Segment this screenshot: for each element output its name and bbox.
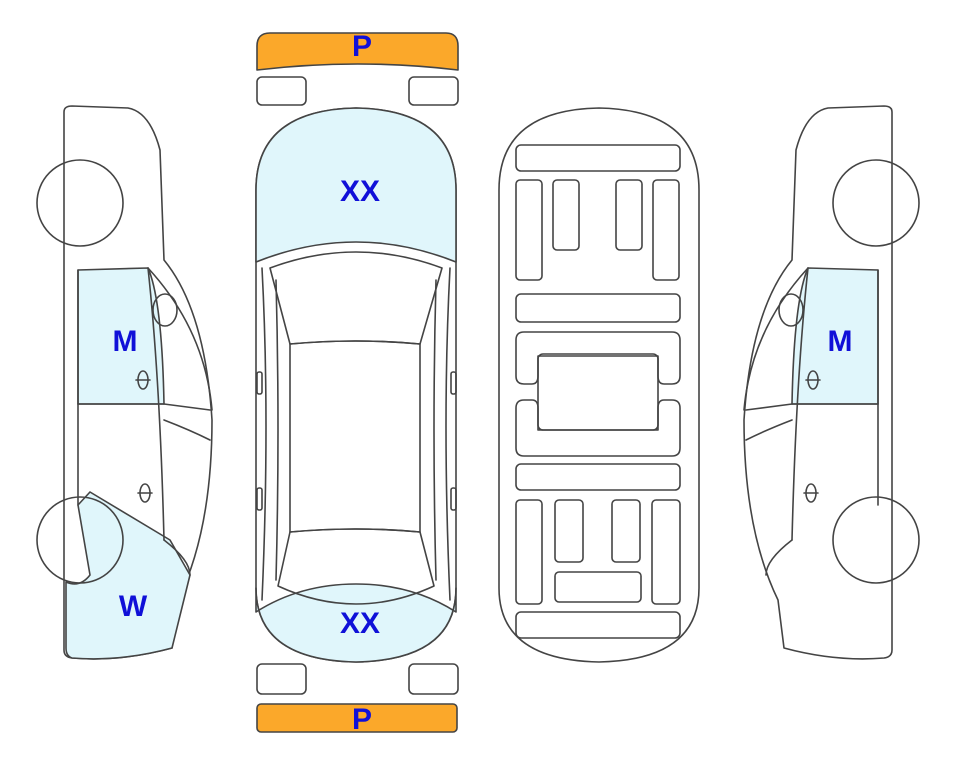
right-side-view <box>743 105 920 660</box>
left-front-door-marker: M <box>113 325 138 358</box>
rear-bumper[interactable] <box>256 703 458 733</box>
left-rear-quarter-marker: W <box>119 590 148 623</box>
trunk-marker: XX <box>340 607 380 640</box>
rear-lights <box>256 663 459 695</box>
front-bumper-marker: P <box>352 30 372 63</box>
trunk-panel[interactable] <box>255 583 457 663</box>
right-front-door-marker: M <box>828 325 853 358</box>
front-bumper[interactable] <box>256 32 459 71</box>
front-lights <box>256 76 459 106</box>
left-rear-quarter-panel[interactable] <box>65 491 191 660</box>
top-view-car <box>255 107 457 663</box>
hood-panel[interactable] <box>255 107 457 263</box>
hood-marker: XX <box>340 175 380 208</box>
rear-bumper-marker: P <box>352 703 372 736</box>
left-side-view <box>36 105 213 660</box>
underbody-view <box>498 107 700 663</box>
